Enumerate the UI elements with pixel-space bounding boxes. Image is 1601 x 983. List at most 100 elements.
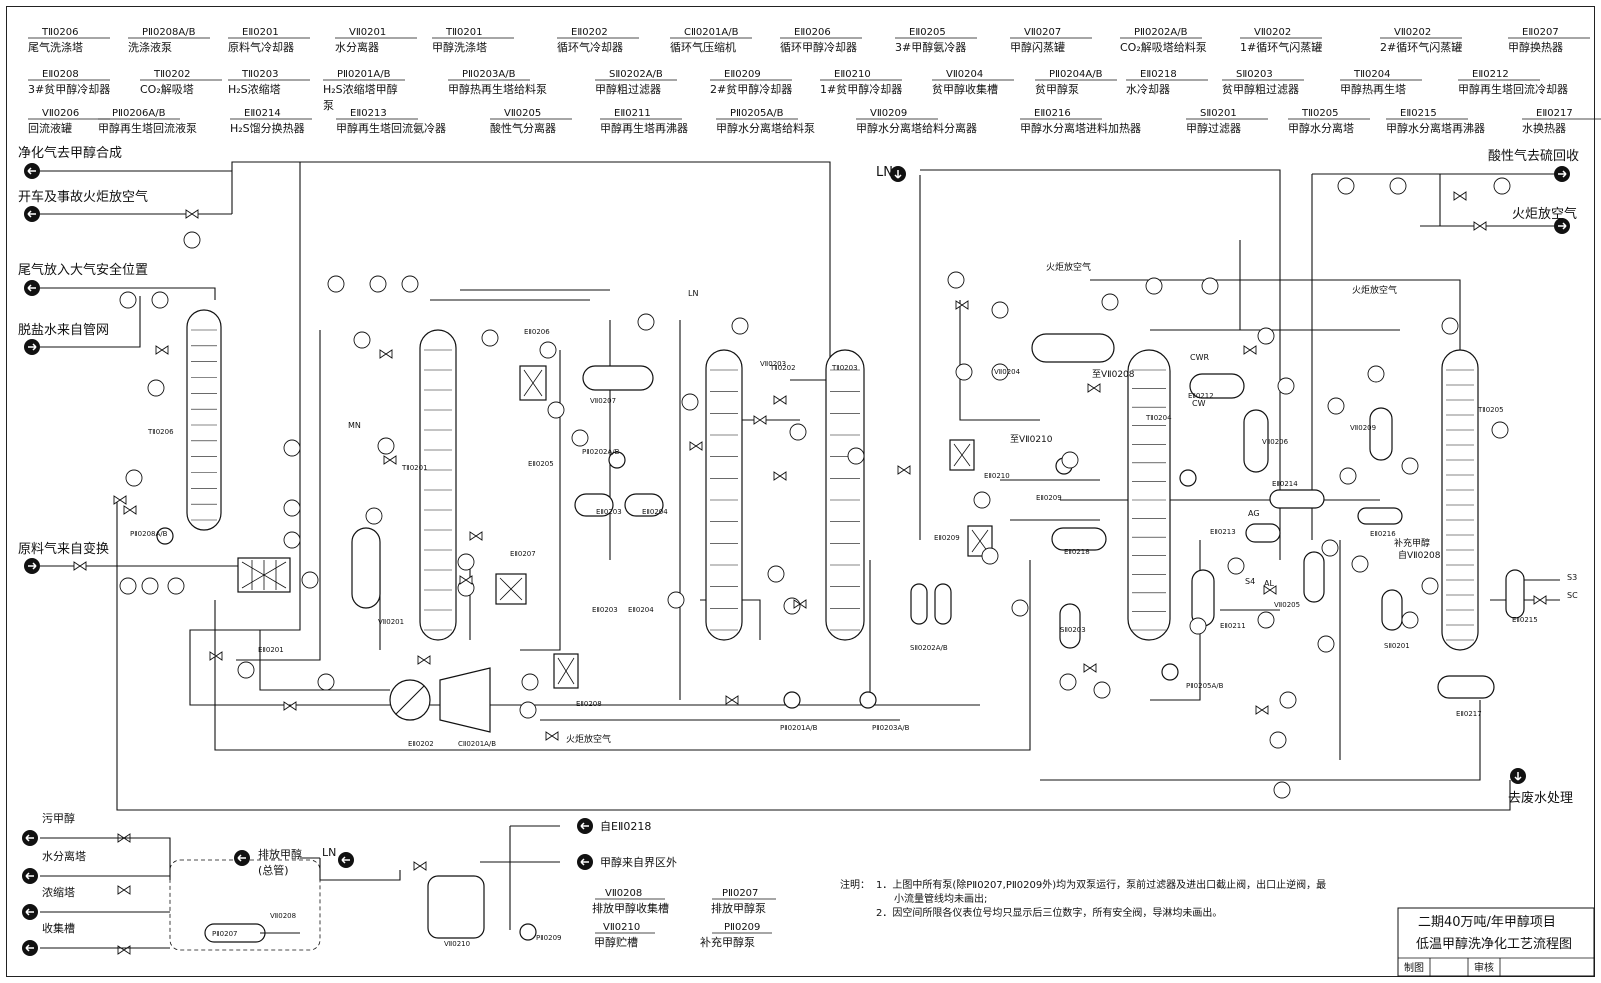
stream-acid-gas-out: 酸性气去硫回收 [1488,148,1579,182]
bottom-legend: VⅡ0208 排放甲醇收集槽 PⅡ0207 排放甲醇泵 VⅡ0210 甲醇贮槽 … [592,888,776,949]
header-tag: PⅡ0203A/B [462,69,516,80]
svg-text:脱盐水来自管网: 脱盐水来自管网 [18,323,109,338]
header-name: CO₂解吸塔给料泵 [1120,40,1207,54]
stream-methanol-from-outside: 甲醇来自界区外 [600,855,677,869]
svg-text:VⅡ0208: VⅡ0208 [605,888,642,899]
instrument [301,571,319,589]
piping [40,161,1560,811]
label-s4: S4 [1245,577,1255,586]
instrument [1327,397,1345,415]
equipment-tag: EⅡ0217 [1456,710,1482,718]
vessel-v0206 [1243,409,1269,473]
svg-text:火炬放空气: 火炬放空气 [1512,206,1577,222]
valve [1255,705,1269,715]
valve [1243,345,1257,355]
instrument [1321,539,1339,557]
equipment-tag: EⅡ0204 [628,606,654,614]
instrument [283,499,301,517]
instrument [1061,451,1079,469]
header-name: 甲醇过滤器 [1186,121,1241,135]
equipment-tag: EⅡ0204 [642,508,668,516]
checked-by-label: 审核 [1474,961,1494,974]
header-name: 洗涤液泵 [128,40,172,54]
instrument [947,271,965,289]
valve [155,345,169,355]
header-name: 甲醇热再生塔 [1340,82,1406,96]
instrument [1059,673,1077,691]
header-name: H₂S浓缩塔甲醇 [323,82,398,96]
exchanger-e0211 [1191,569,1215,627]
header-tag: EⅡ0216 [1034,108,1071,119]
filters-s0202 [910,583,952,625]
equipment-tag: TⅡ0204 [1145,414,1172,422]
svg-text:排放甲醇泵: 排放甲醇泵 [711,901,766,915]
header-name: 酸性气分离器 [490,121,556,135]
instrument [167,577,185,595]
header-tag: VⅡ0205 [504,108,541,119]
valve [1083,663,1097,673]
equipment-tag: TⅡ0201 [401,464,428,472]
instrument [1277,377,1295,395]
svg-text:净化气去甲醇合成: 净化气去甲醇合成 [18,145,122,161]
pumps [156,451,1197,709]
equipment-tag: EⅡ0203 [592,606,618,614]
equipment-tag: VⅡ0207 [590,397,616,405]
equipment-tag: EⅡ0202 [408,740,434,748]
valve [73,561,87,571]
column-t0206 [186,309,222,531]
valve [1453,191,1467,201]
header-name: 1#循环气闪蒸罐 [1240,40,1322,54]
svg-text:注明：: 注明： [840,878,870,891]
svg-text:PⅡ0209: PⅡ0209 [724,922,760,933]
instrument [365,507,383,525]
header-name: 尾气洗涤塔 [28,40,83,54]
equipment-tag: EⅡ0211 [1220,622,1246,630]
exchanger-e0212 [1189,373,1245,399]
valve [185,209,199,219]
valve [117,885,131,895]
header-tag: SⅡ0202A/B [609,69,663,80]
header-tag: EⅡ0201 [242,27,279,38]
equipment-tag: EⅡ0206 [524,328,550,336]
exchanger-e0206 [519,365,547,401]
header-name: 甲醇热再生塔给料泵 [448,82,547,96]
header-tag: PⅡ0204A/B [1049,69,1103,80]
stream-flare-out-right: 火炬放空气 [1512,206,1577,234]
equipment-tag: EⅡ0209 [934,534,960,542]
equipment-tag: EⅡ0205 [528,460,554,468]
drain-source-collection-tank: 收集槽 [42,921,75,935]
instrument [1101,293,1119,311]
svg-text:LN: LN [876,165,893,180]
header-tag: TⅡ0203 [241,69,278,80]
header-name: 贫甲醇收集槽 [932,82,998,96]
label-to-v0210: 至VⅡ0210 [1010,434,1053,445]
header-name: 甲醇再生塔回流氨冷器 [336,121,446,135]
equipment-tag: PⅡ0208A/B [130,530,168,538]
header-tag: TⅡ0202 [153,69,190,80]
valve [955,300,969,310]
header-tag: VⅡ0202 [1254,27,1291,38]
instrument [457,553,475,571]
instrument [283,439,301,457]
valve [123,505,137,515]
valve [773,471,787,481]
header-tag: EⅡ0218 [1140,69,1177,80]
instrument [571,429,589,447]
header-tag: VⅡ0207 [1024,27,1061,38]
drain-methanol-sub: (总管) [258,863,289,877]
instrument [681,393,699,411]
instrument [119,577,137,595]
valve [469,531,483,541]
header-tag: SⅡ0201 [1200,108,1237,119]
instrument [1351,555,1369,573]
svg-text:甲醇贮槽: 甲醇贮槽 [594,935,638,949]
header-extra-pump: 泵 [323,99,334,112]
drawn-by-label: 制图 [1404,961,1424,974]
header-tag: VⅡ0201 [349,27,386,38]
valve [113,495,127,505]
drain-source-concentrator: 浓缩塔 [42,886,75,899]
compressor-c0201 [389,667,491,733]
equipment-tag: PⅡ0202A/B [582,448,620,456]
